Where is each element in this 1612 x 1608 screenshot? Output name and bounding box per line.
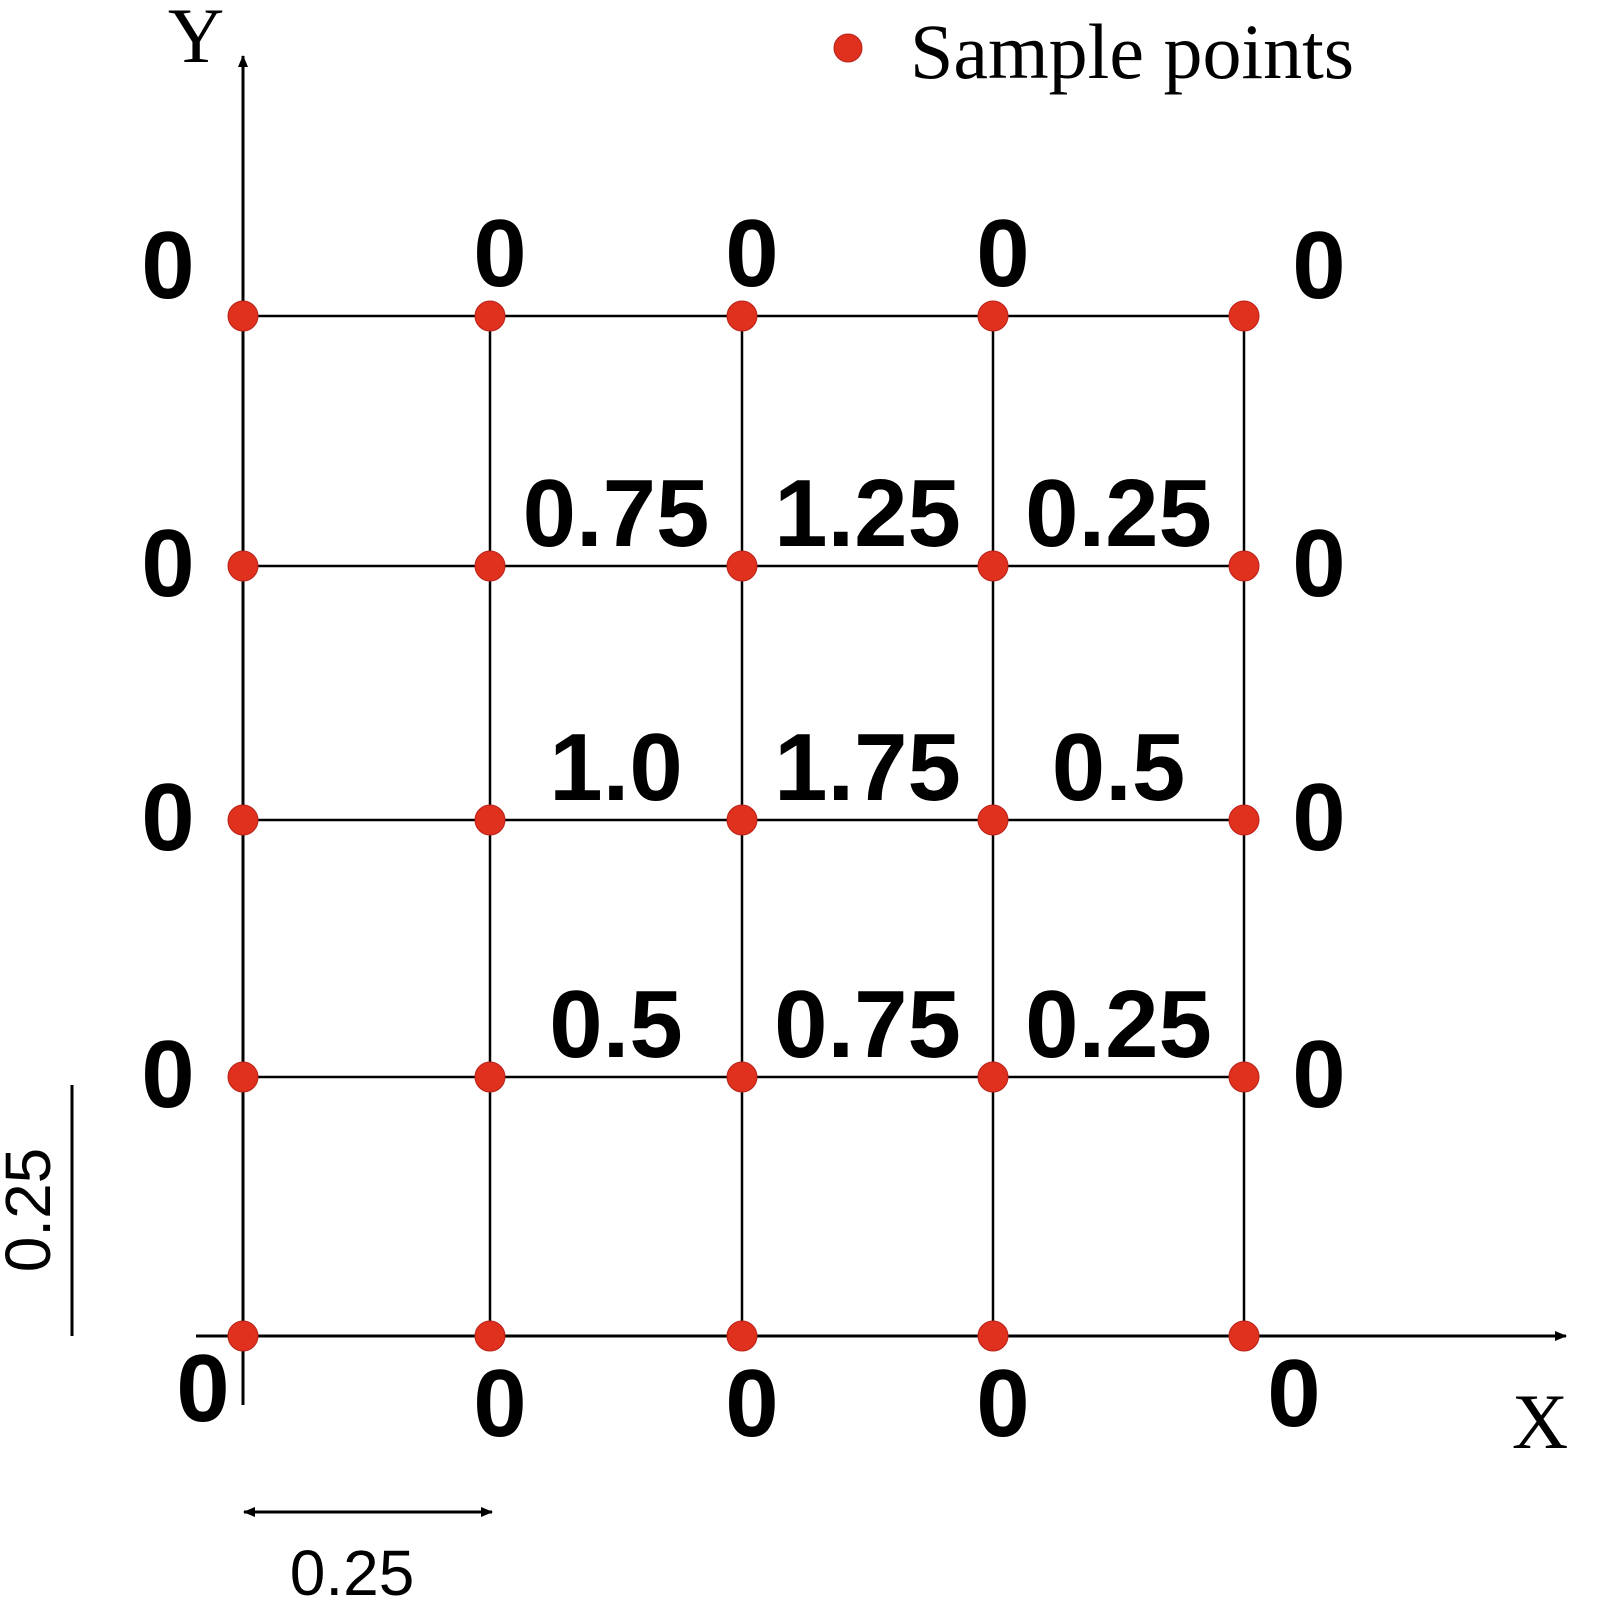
node-value-label: 0 [1292, 764, 1345, 871]
y-axis-title: Y [168, 0, 224, 79]
node-value-label: 0 [141, 1021, 194, 1128]
sample-point [227, 300, 259, 332]
sample-point [726, 300, 758, 332]
sample-point [227, 804, 259, 836]
sample-point [227, 1320, 259, 1352]
node-values: 0 0 0 0 0 0 0 0 0 0 0 0 0 0 0 0 [141, 200, 1345, 1457]
node-value-label: 0 [1292, 212, 1345, 319]
sample-point [474, 804, 506, 836]
cell-value-label: 0.5 [1052, 714, 1185, 821]
node-value-label: 0 [725, 1350, 778, 1457]
node-value-label: 0 [141, 764, 194, 871]
cell-value-label: 1.75 [774, 714, 961, 821]
y-spacing-label: 0.25 [0, 1148, 64, 1273]
legend-label: Sample points [910, 8, 1354, 95]
node-value-label: 0 [141, 212, 194, 319]
sample-point [474, 300, 506, 332]
node-value-label: 0 [976, 200, 1029, 307]
sample-point [726, 1320, 758, 1352]
sample-point [726, 1061, 758, 1093]
node-value-label: 0 [1292, 510, 1345, 617]
legend-sample-point-marker [833, 33, 863, 63]
sample-point [227, 550, 259, 582]
node-value-label: 0 [473, 200, 526, 307]
cell-value-label: 1.25 [774, 460, 961, 567]
sample-point [977, 804, 1009, 836]
cell-value-label: 0.75 [774, 971, 961, 1078]
x-spacing-dimension: 0.25 [243, 1507, 493, 1608]
sample-point [474, 1320, 506, 1352]
legend: Sample points [833, 8, 1354, 95]
node-value-label: 0 [473, 1350, 526, 1457]
cell-value-label: 0.25 [1025, 460, 1212, 567]
sample-point [726, 550, 758, 582]
x-spacing-label: 0.25 [290, 1537, 415, 1608]
sample-point [227, 1061, 259, 1093]
node-value-label: 0 [725, 200, 778, 307]
sample-point [726, 804, 758, 836]
sample-point [1228, 804, 1260, 836]
sample-point [1228, 300, 1260, 332]
node-value-label: 0 [141, 510, 194, 617]
y-spacing-dimension: 0.25 [0, 1085, 74, 1336]
sample-point [1228, 1320, 1260, 1352]
sample-point [977, 300, 1009, 332]
sample-point [1228, 550, 1260, 582]
sample-point [474, 550, 506, 582]
cell-values: 0.75 1.25 0.25 1.0 1.75 0.5 0.5 0.75 0.25 [523, 460, 1212, 1078]
node-value-label: 0 [976, 1350, 1029, 1457]
sample-point [1228, 1061, 1260, 1093]
node-value-label: 0 [176, 1335, 229, 1442]
cell-value-label: 0.75 [523, 460, 710, 567]
sample-point [977, 1320, 1009, 1352]
sample-point [977, 550, 1009, 582]
cell-value-label: 0.5 [549, 971, 682, 1078]
sample-points [227, 300, 1260, 1352]
sample-point [474, 1061, 506, 1093]
cell-value-label: 1.0 [549, 714, 682, 821]
node-value-label: 0 [1267, 1340, 1320, 1447]
x-axis-title: X [1512, 1378, 1568, 1465]
node-value-label: 0 [1292, 1021, 1345, 1128]
cell-value-label: 0.25 [1025, 971, 1212, 1078]
sample-point [977, 1061, 1009, 1093]
axes: X Y [168, 0, 1568, 1465]
